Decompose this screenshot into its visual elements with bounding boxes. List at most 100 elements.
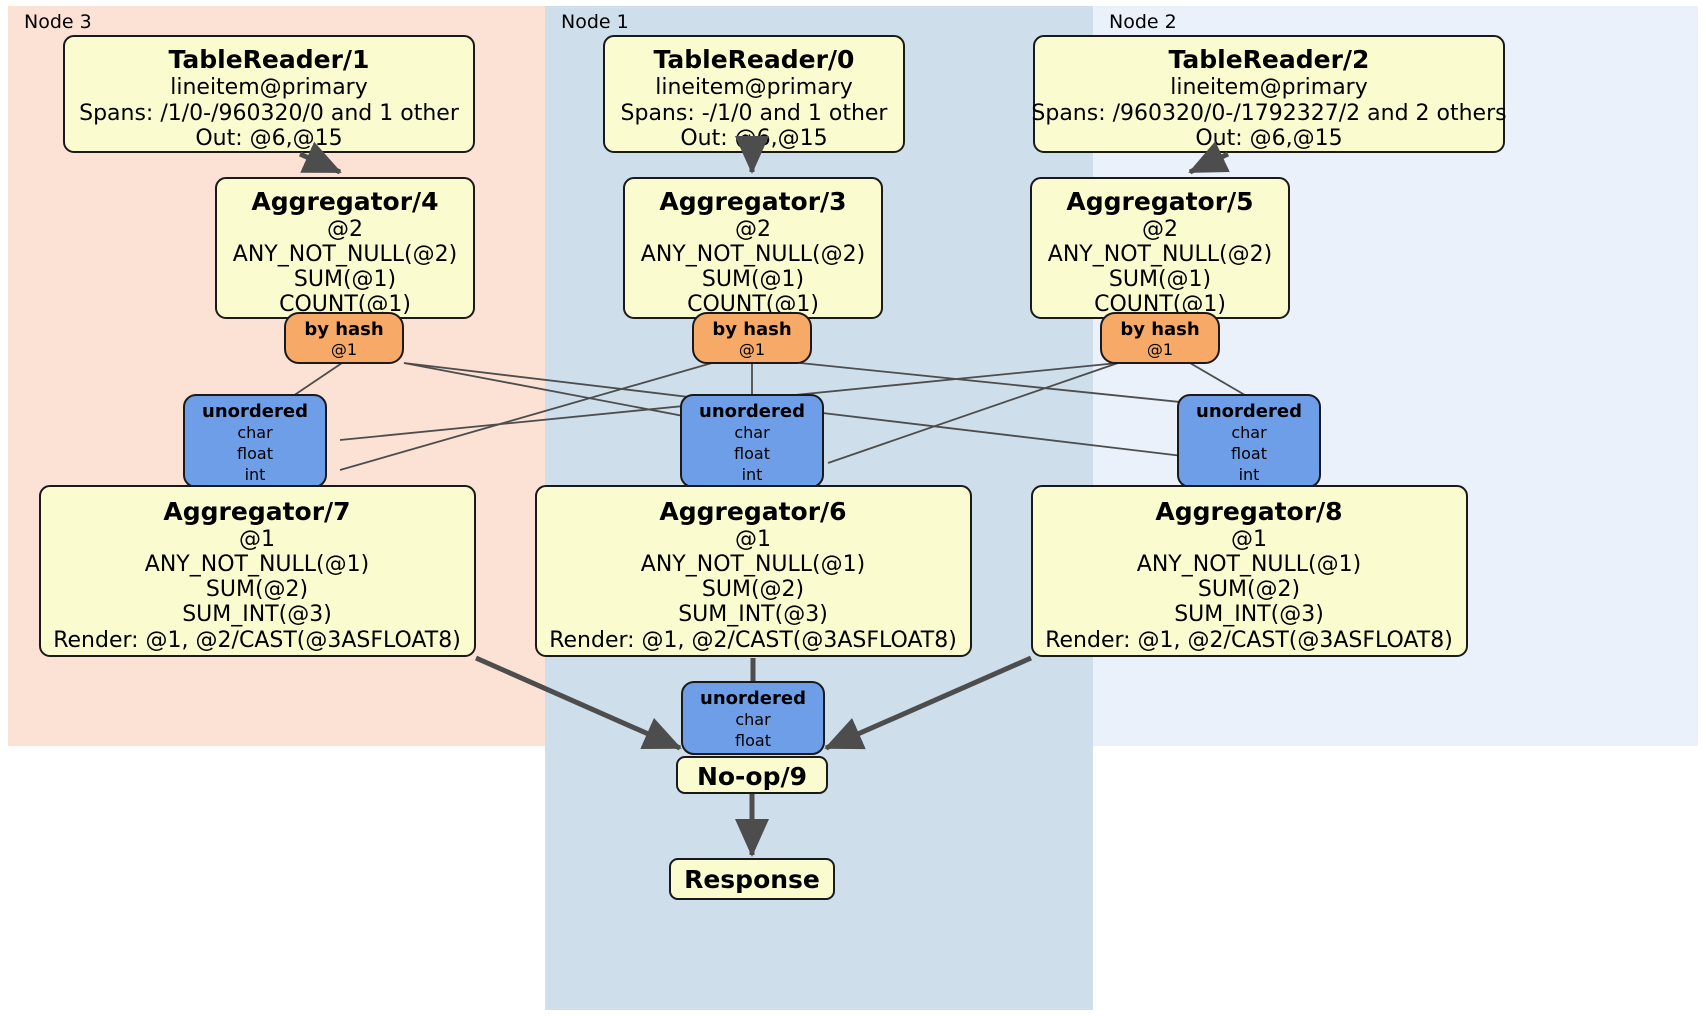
unordered-right-line-2: int (1239, 465, 1260, 484)
edge-tablereader1-to-aggregator4 (298, 141, 342, 175)
aggregator6-line-2: SUM(@2) (702, 577, 804, 602)
aggregator8-title: Aggregator/8 (1155, 497, 1342, 526)
aggregator6-line-0: @1 (735, 527, 771, 552)
response-box[interactable] (669, 858, 835, 900)
unordered-left-line-1: float (237, 444, 273, 463)
edge-tablereader2-to-aggregator5 (1188, 141, 1230, 175)
aggregator7-line-3: SUM_INT(@3) (182, 602, 332, 627)
processor-tablereader2[interactable]: TableReader/2 lineitem@primary Spans: /9… (1031, 35, 1507, 153)
node-region-label-node3: Node 3 (24, 11, 92, 33)
processor-tablereader0[interactable]: TableReader/0 lineitem@primary Spans: -/… (603, 35, 905, 153)
tablereader2-line-1: Spans: /960320/0-/1792327/2 and 2 others (1031, 101, 1506, 126)
aggregator8-line-4: Render: @1, @2/CAST(@3ASFLOAT8) (1045, 628, 1453, 653)
aggregator3-title: Aggregator/3 (659, 187, 846, 216)
tablereader0-title: TableReader/0 (654, 45, 855, 74)
router-hash-mid[interactable]: by hash @1 (692, 312, 812, 364)
unordered-final-title: unordered (700, 688, 806, 709)
aggregator3-line-2: SUM(@1) (702, 267, 804, 292)
hash-mid-line-0: @1 (739, 340, 765, 359)
router-unordered-final[interactable]: unordered char float (681, 681, 825, 755)
router-hash-right[interactable]: by hash @1 (1100, 312, 1220, 364)
aggregator7-line-0: @1 (239, 527, 275, 552)
aggregator6-title: Aggregator/6 (659, 497, 846, 526)
router-unordered-left[interactable]: unordered char float int (183, 394, 327, 488)
hash-right-title: by hash (1120, 319, 1199, 340)
processor-aggregator8[interactable]: Aggregator/8 @1 ANY_NOT_NULL(@1) SUM(@2)… (1031, 485, 1468, 657)
node-region-label-node2: Node 2 (1109, 11, 1177, 33)
processor-aggregator5[interactable]: Aggregator/5 @2 ANY_NOT_NULL(@2) SUM(@1)… (1030, 177, 1290, 319)
tablereader1-box[interactable] (63, 35, 475, 153)
unordered-mid-title: unordered (699, 401, 805, 422)
unordered-right-line-1: float (1231, 444, 1267, 463)
aggregator3-line-1: ANY_NOT_NULL(@2) (641, 242, 865, 267)
tablereader0-line-2: Out: @6,@15 (680, 126, 827, 151)
aggregator4-line-0: @2 (327, 217, 363, 242)
router-hash-left[interactable]: by hash @1 (284, 312, 404, 364)
tablereader1-line-1: Spans: /1/0-/960320/0 and 1 other (79, 101, 460, 126)
unordered-left-line-2: int (245, 465, 266, 484)
aggregator8-line-2: SUM(@2) (1198, 577, 1300, 602)
processor-aggregator6[interactable]: Aggregator/6 @1 ANY_NOT_NULL(@1) SUM(@2)… (535, 485, 972, 657)
aggregator5-line-1: ANY_NOT_NULL(@2) (1048, 242, 1272, 267)
unordered-final-box[interactable] (681, 681, 825, 755)
edge-hashmid-to-unorderedleft (339, 362, 713, 471)
unordered-right-line-0: char (1231, 423, 1267, 442)
aggregator7-box[interactable] (39, 485, 476, 657)
hash-mid-box[interactable] (692, 312, 812, 364)
unordered-left-title: unordered (202, 401, 308, 422)
edge-aggregator8-to-final-unordered (824, 655, 1033, 751)
aggregator8-line-0: @1 (1231, 527, 1267, 552)
tablereader2-line-2: Out: @6,@15 (1195, 126, 1342, 151)
processor-aggregator3[interactable]: Aggregator/3 @2 ANY_NOT_NULL(@2) SUM(@1)… (623, 177, 883, 319)
processor-aggregator7[interactable]: Aggregator/7 @1 ANY_NOT_NULL(@1) SUM(@2)… (39, 485, 476, 657)
hash-left-title: by hash (304, 319, 383, 340)
edge-hashleft-to-unorderedright (403, 362, 1301, 471)
tablereader0-line-1: Spans: -/1/0 and 1 other (621, 101, 889, 126)
tablereader1-title: TableReader/1 (169, 45, 370, 74)
hash-right-line-0: @1 (1147, 340, 1173, 359)
processor-aggregator4[interactable]: Aggregator/4 @2 ANY_NOT_NULL(@2) SUM(@1)… (215, 177, 475, 319)
aggregator3-line-0: @2 (735, 217, 771, 242)
unordered-mid-line-1: float (734, 444, 770, 463)
aggregator8-line-3: SUM_INT(@3) (1174, 602, 1324, 627)
aggregator7-title: Aggregator/7 (163, 497, 350, 526)
tablereader1-line-2: Out: @6,@15 (195, 126, 342, 151)
edge-hashright-to-unorderedright (1189, 362, 1251, 399)
tablereader2-box[interactable] (1033, 35, 1505, 153)
node-region-label-node1: Node 1 (561, 11, 629, 33)
unordered-final-line-1: float (735, 731, 771, 750)
aggregator5-line-2: SUM(@1) (1109, 267, 1211, 292)
aggregator6-line-3: SUM_INT(@3) (678, 602, 828, 627)
noop9-title: No-op/9 (697, 762, 807, 791)
aggregator6-line-1: ANY_NOT_NULL(@1) (641, 552, 865, 577)
aggregator7-line-4: Render: @1, @2/CAST(@3ASFLOAT8) (53, 628, 461, 653)
unordered-final-line-0: char (735, 710, 771, 729)
aggregator6-box[interactable] (535, 485, 972, 657)
tablereader2-line-0: lineitem@primary (1170, 75, 1368, 100)
unordered-left-line-0: char (237, 423, 273, 442)
router-unordered-right[interactable]: unordered char float int (1177, 394, 1321, 488)
router-unordered-mid[interactable]: unordered char float int (680, 394, 824, 488)
aggregator7-line-1: ANY_NOT_NULL(@1) (145, 552, 369, 577)
processor-tablereader1[interactable]: TableReader/1 lineitem@primary Spans: /1… (63, 35, 475, 153)
aggregator8-line-1: ANY_NOT_NULL(@1) (1137, 552, 1361, 577)
noop9-box[interactable] (676, 756, 828, 794)
hash-right-box[interactable] (1100, 312, 1220, 364)
hash-left-box[interactable] (284, 312, 404, 364)
edge-hashright-to-unorderedmid (827, 362, 1119, 464)
aggregator6-line-4: Render: @1, @2/CAST(@3ASFLOAT8) (549, 628, 957, 653)
tablereader2-title: TableReader/2 (1169, 45, 1370, 74)
processor-response[interactable]: Response (669, 858, 835, 900)
aggregator7-line-2: SUM(@2) (206, 577, 308, 602)
aggregator4-title: Aggregator/4 (251, 187, 438, 216)
aggregator8-box[interactable] (1031, 485, 1468, 657)
processor-noop9[interactable]: No-op/9 (676, 756, 828, 794)
aggregator4-line-2: SUM(@1) (294, 267, 396, 292)
hash-left-line-0: @1 (331, 340, 357, 359)
response-title: Response (684, 865, 820, 894)
hash-mid-title: by hash (712, 319, 791, 340)
aggregator5-line-0: @2 (1142, 217, 1178, 242)
unordered-mid-line-2: int (742, 465, 763, 484)
edge-aggregator7-to-final-unordered (474, 655, 682, 751)
